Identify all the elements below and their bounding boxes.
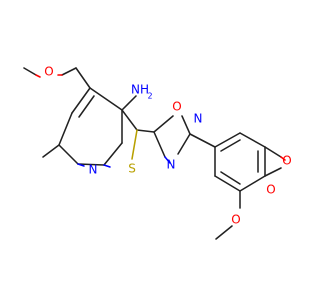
ring-bond-g: [71, 87, 91, 114]
blue-bond-nitrogen: [103, 164, 111, 168]
benzene-double-bond-3: [220, 171, 241, 185]
oxygen-label-bottom: O: [231, 213, 240, 227]
oxadiazole-link: [136, 129, 155, 133]
oxadiazole-bond-a: [153, 115, 174, 133]
heteroatom-bonds: [35, 74, 286, 168]
methyl-bond-top: [23, 67, 37, 76]
red-bond-dioxole: [280, 156, 286, 161]
ring-bond-e: [58, 144, 79, 165]
dioxole-oxygen-upper-label: O: [282, 154, 291, 168]
thiophene-bond-a: [121, 109, 138, 131]
benzene-bond-d: [239, 175, 266, 192]
amine-subscript: 2: [147, 92, 152, 101]
red-bond-top: [35, 74, 41, 78]
ring-bond-c: [103, 142, 123, 166]
pyridine-nitrogen-label: N: [89, 163, 98, 177]
benzene-bond-e: [214, 175, 241, 192]
sulfur-label: S: [128, 162, 136, 176]
methoxy-bond-top: [61, 67, 77, 76]
blue-bond-oxadiazole: [164, 156, 171, 164]
blue-bond-nitrogen-2: [77, 163, 85, 167]
ring-bond-d: [77, 163, 105, 166]
dioxole-oxygen-lower-label: O: [266, 183, 275, 197]
oxadiazole-bond-d: [181, 115, 191, 135]
ring-bond-a: [89, 87, 123, 111]
amine-bond: [121, 95, 137, 111]
ring-bond-f: [58, 112, 73, 146]
yellow-bond-sulfur: [131, 129, 138, 160]
oxadiazole-bond-c: [177, 133, 191, 155]
oxadiazole-bond-b: [153, 131, 166, 158]
amine-label: NH: [131, 83, 149, 97]
methyl-bond-bottom: [215, 225, 233, 240]
molecule-structure-diagram: O NH 2 O N N S N O O O: [23, 65, 292, 240]
ring-double-bond-1: [78, 95, 95, 118]
oxygen-label-top: O: [44, 65, 53, 79]
oxadiazole-oxygen-label: O: [172, 100, 181, 114]
aryl-link: [189, 133, 216, 148]
carbon-skeleton: [23, 67, 282, 240]
atom-labels: O NH 2 O N N S N O O O: [44, 65, 291, 227]
dioxole-link-lower: [264, 167, 282, 177]
benzene-double-bond-1: [220, 139, 241, 152]
methyl-bond-left: [42, 144, 60, 158]
benzene-bond-a: [214, 132, 241, 148]
benzene-bond-b: [239, 132, 266, 148]
dioxole-link-upper: [264, 146, 282, 158]
oxadiazole-nitrogen-bottom-label: N: [167, 158, 176, 172]
oxadiazole-nitrogen-top-label: N: [194, 112, 203, 126]
methylene-bond: [75, 67, 91, 89]
